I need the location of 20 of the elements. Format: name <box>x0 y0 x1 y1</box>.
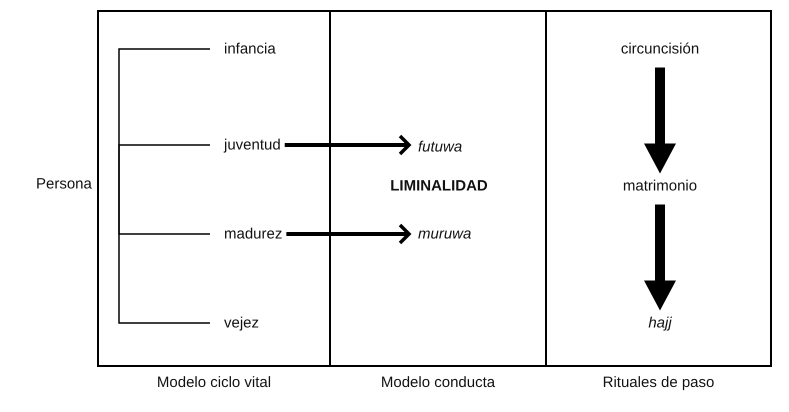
bracket-line <box>118 184 210 324</box>
stage-label: vejez <box>224 314 260 332</box>
arrow <box>644 68 676 174</box>
panel-caption: Modelo conducta <box>380 374 496 391</box>
panel-heading: LIMINALIDAD <box>390 178 488 194</box>
stage-label: futuwa <box>418 138 462 156</box>
stage-label: madurez <box>224 226 282 242</box>
stage-label: circuncisión <box>620 40 700 58</box>
arrow <box>284 134 411 156</box>
stage-label: infancia <box>224 40 276 58</box>
arrow <box>286 223 411 245</box>
arrow <box>644 204 676 310</box>
panel-caption: Rituales de paso <box>602 374 714 391</box>
stage-label: juventud <box>224 136 281 154</box>
stage-label: matrimonio <box>622 178 698 194</box>
stage-label: muruwa <box>418 226 472 242</box>
stage-label: Persona <box>36 176 92 192</box>
panel-caption: Modelo ciclo vital <box>156 374 272 391</box>
bracket-line <box>118 144 210 184</box>
stage-label: hajj <box>648 314 672 332</box>
